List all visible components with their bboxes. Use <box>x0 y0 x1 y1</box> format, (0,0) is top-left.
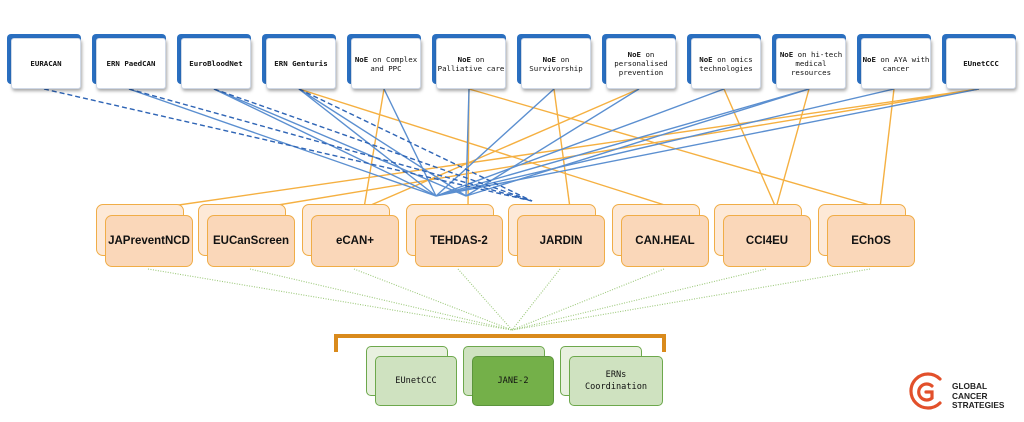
node-label: on Survivorship <box>529 54 583 73</box>
node-jane2[interactable]: JANE-2 <box>463 346 555 406</box>
node-label: CAN.HEAL <box>621 215 709 267</box>
node-eunetccc-top[interactable]: EUnetCCC <box>942 34 1016 89</box>
orange-link <box>775 88 810 209</box>
node-label: JANE-2 <box>472 356 554 406</box>
blue-link <box>128 88 437 197</box>
node-noe-complex[interactable]: NoE on Complex and PPC <box>347 34 421 89</box>
node-canheal[interactable]: CAN.HEAL <box>612 204 710 268</box>
node-label: TEHDAS-2 <box>415 215 503 267</box>
node-label: on omics technologies <box>699 54 753 73</box>
orange-link <box>879 88 895 209</box>
node-label-bold: NoE <box>542 54 556 64</box>
node-noe-prevention[interactable]: NoE on personalised prevention <box>602 34 676 89</box>
node-label: on Palliative care <box>437 54 505 73</box>
bracket <box>334 334 666 352</box>
node-tehdas[interactable]: TEHDAS-2 <box>406 204 504 268</box>
node-label: EuroBloodNet <box>189 59 243 68</box>
orange-link <box>298 88 675 209</box>
green-link <box>511 268 767 331</box>
node-noe-omics[interactable]: NoE on omics technologies <box>687 34 761 89</box>
blue-dashed-link <box>128 88 533 202</box>
node-label: on personalised prevention <box>614 50 668 77</box>
node-noe-palliative[interactable]: NoE on Palliative care <box>432 34 506 89</box>
node-label: ERNs Coordination <box>569 356 663 406</box>
node-label: CCI4EU <box>723 215 811 267</box>
node-noe-aya[interactable]: NoE on AYA with cancer <box>857 34 931 89</box>
node-label: EChOS <box>827 215 915 267</box>
logo-line: CANCER <box>952 390 988 401</box>
node-ecan[interactable]: eCAN+ <box>302 204 400 268</box>
green-links <box>147 268 871 331</box>
node-noe-hitech[interactable]: NoE on hi-tech medical resources <box>772 34 846 89</box>
logo-line: GLOBAL <box>952 381 988 391</box>
node-label-bold: NoE <box>699 54 713 64</box>
blue-dashed-link <box>298 88 533 202</box>
node-japrevent[interactable]: JAPreventNCD <box>96 204 194 268</box>
node-label: JAPreventNCD <box>105 215 193 267</box>
node-label-bold: NoE <box>779 50 794 59</box>
blue-link <box>435 88 980 197</box>
node-label-bold: NoE <box>627 50 641 59</box>
green-link <box>249 268 513 331</box>
orange-link <box>363 88 385 209</box>
node-erns-coord[interactable]: ERNs Coordination <box>560 346 663 406</box>
node-echos[interactable]: EChOS <box>818 204 916 268</box>
node-label: ERN PaedCAN <box>106 59 156 68</box>
orange-link <box>157 88 980 209</box>
blue-link <box>435 88 810 197</box>
node-jardin[interactable]: JARDIN <box>508 204 606 268</box>
blue-links <box>43 88 980 202</box>
green-link <box>457 268 513 331</box>
node-label: on AYA with cancer <box>880 54 930 73</box>
blue-link <box>465 88 810 197</box>
blue-link <box>465 88 640 197</box>
blue-link <box>213 88 437 197</box>
orange-link <box>723 88 777 209</box>
node-cci4eu[interactable]: CCI4EU <box>714 204 812 268</box>
node-label-bold: NoE <box>457 54 471 64</box>
logo-text: GLOBAL CANCER STRATEGIES <box>952 381 1005 411</box>
node-label: EURACAN <box>30 59 62 68</box>
node-label: on Complex and PPC <box>370 54 418 73</box>
orange-link <box>363 88 640 209</box>
node-euroblood[interactable]: EuroBloodNet <box>177 34 251 89</box>
blue-link <box>435 88 555 197</box>
blue-link <box>298 88 467 197</box>
node-label: JARDIN <box>517 215 605 267</box>
node-euracan[interactable]: EURACAN <box>7 34 81 89</box>
node-label: on hi-tech medical resources <box>790 50 843 77</box>
green-link <box>511 268 561 331</box>
green-link <box>147 268 513 331</box>
node-noe-survivorship[interactable]: NoE on Survivorship <box>517 34 591 89</box>
global-cancer-strategies-logo <box>909 372 942 410</box>
blue-link <box>213 88 467 197</box>
node-label: EUCanScreen <box>207 215 295 267</box>
node-eunetccc-bottom[interactable]: EUnetCCC <box>366 346 458 406</box>
node-label-bold: NoE <box>862 54 876 64</box>
logo-line: STRATEGIES <box>952 400 1005 410</box>
logo-mark-inner <box>917 382 934 402</box>
logo-mark-outer <box>909 372 942 410</box>
blue-dashed-link <box>213 88 533 202</box>
green-link <box>353 268 513 331</box>
blue-dashed-link <box>43 88 533 202</box>
node-label-bold: NoE <box>354 54 369 64</box>
node-label: EUnetCCC <box>375 356 457 406</box>
blue-link <box>435 88 725 197</box>
node-eucanscreen[interactable]: EUCanScreen <box>198 204 296 268</box>
node-label: EUnetCCC <box>963 59 999 68</box>
orange-links <box>157 88 980 209</box>
node-label: eCAN+ <box>311 215 399 267</box>
green-link <box>511 268 871 331</box>
node-label: ERN Genturis <box>274 59 328 68</box>
blue-link <box>435 88 895 197</box>
node-ern-paedcan[interactable]: ERN PaedCAN <box>92 34 166 89</box>
node-ern-genturis[interactable]: ERN Genturis <box>262 34 336 89</box>
